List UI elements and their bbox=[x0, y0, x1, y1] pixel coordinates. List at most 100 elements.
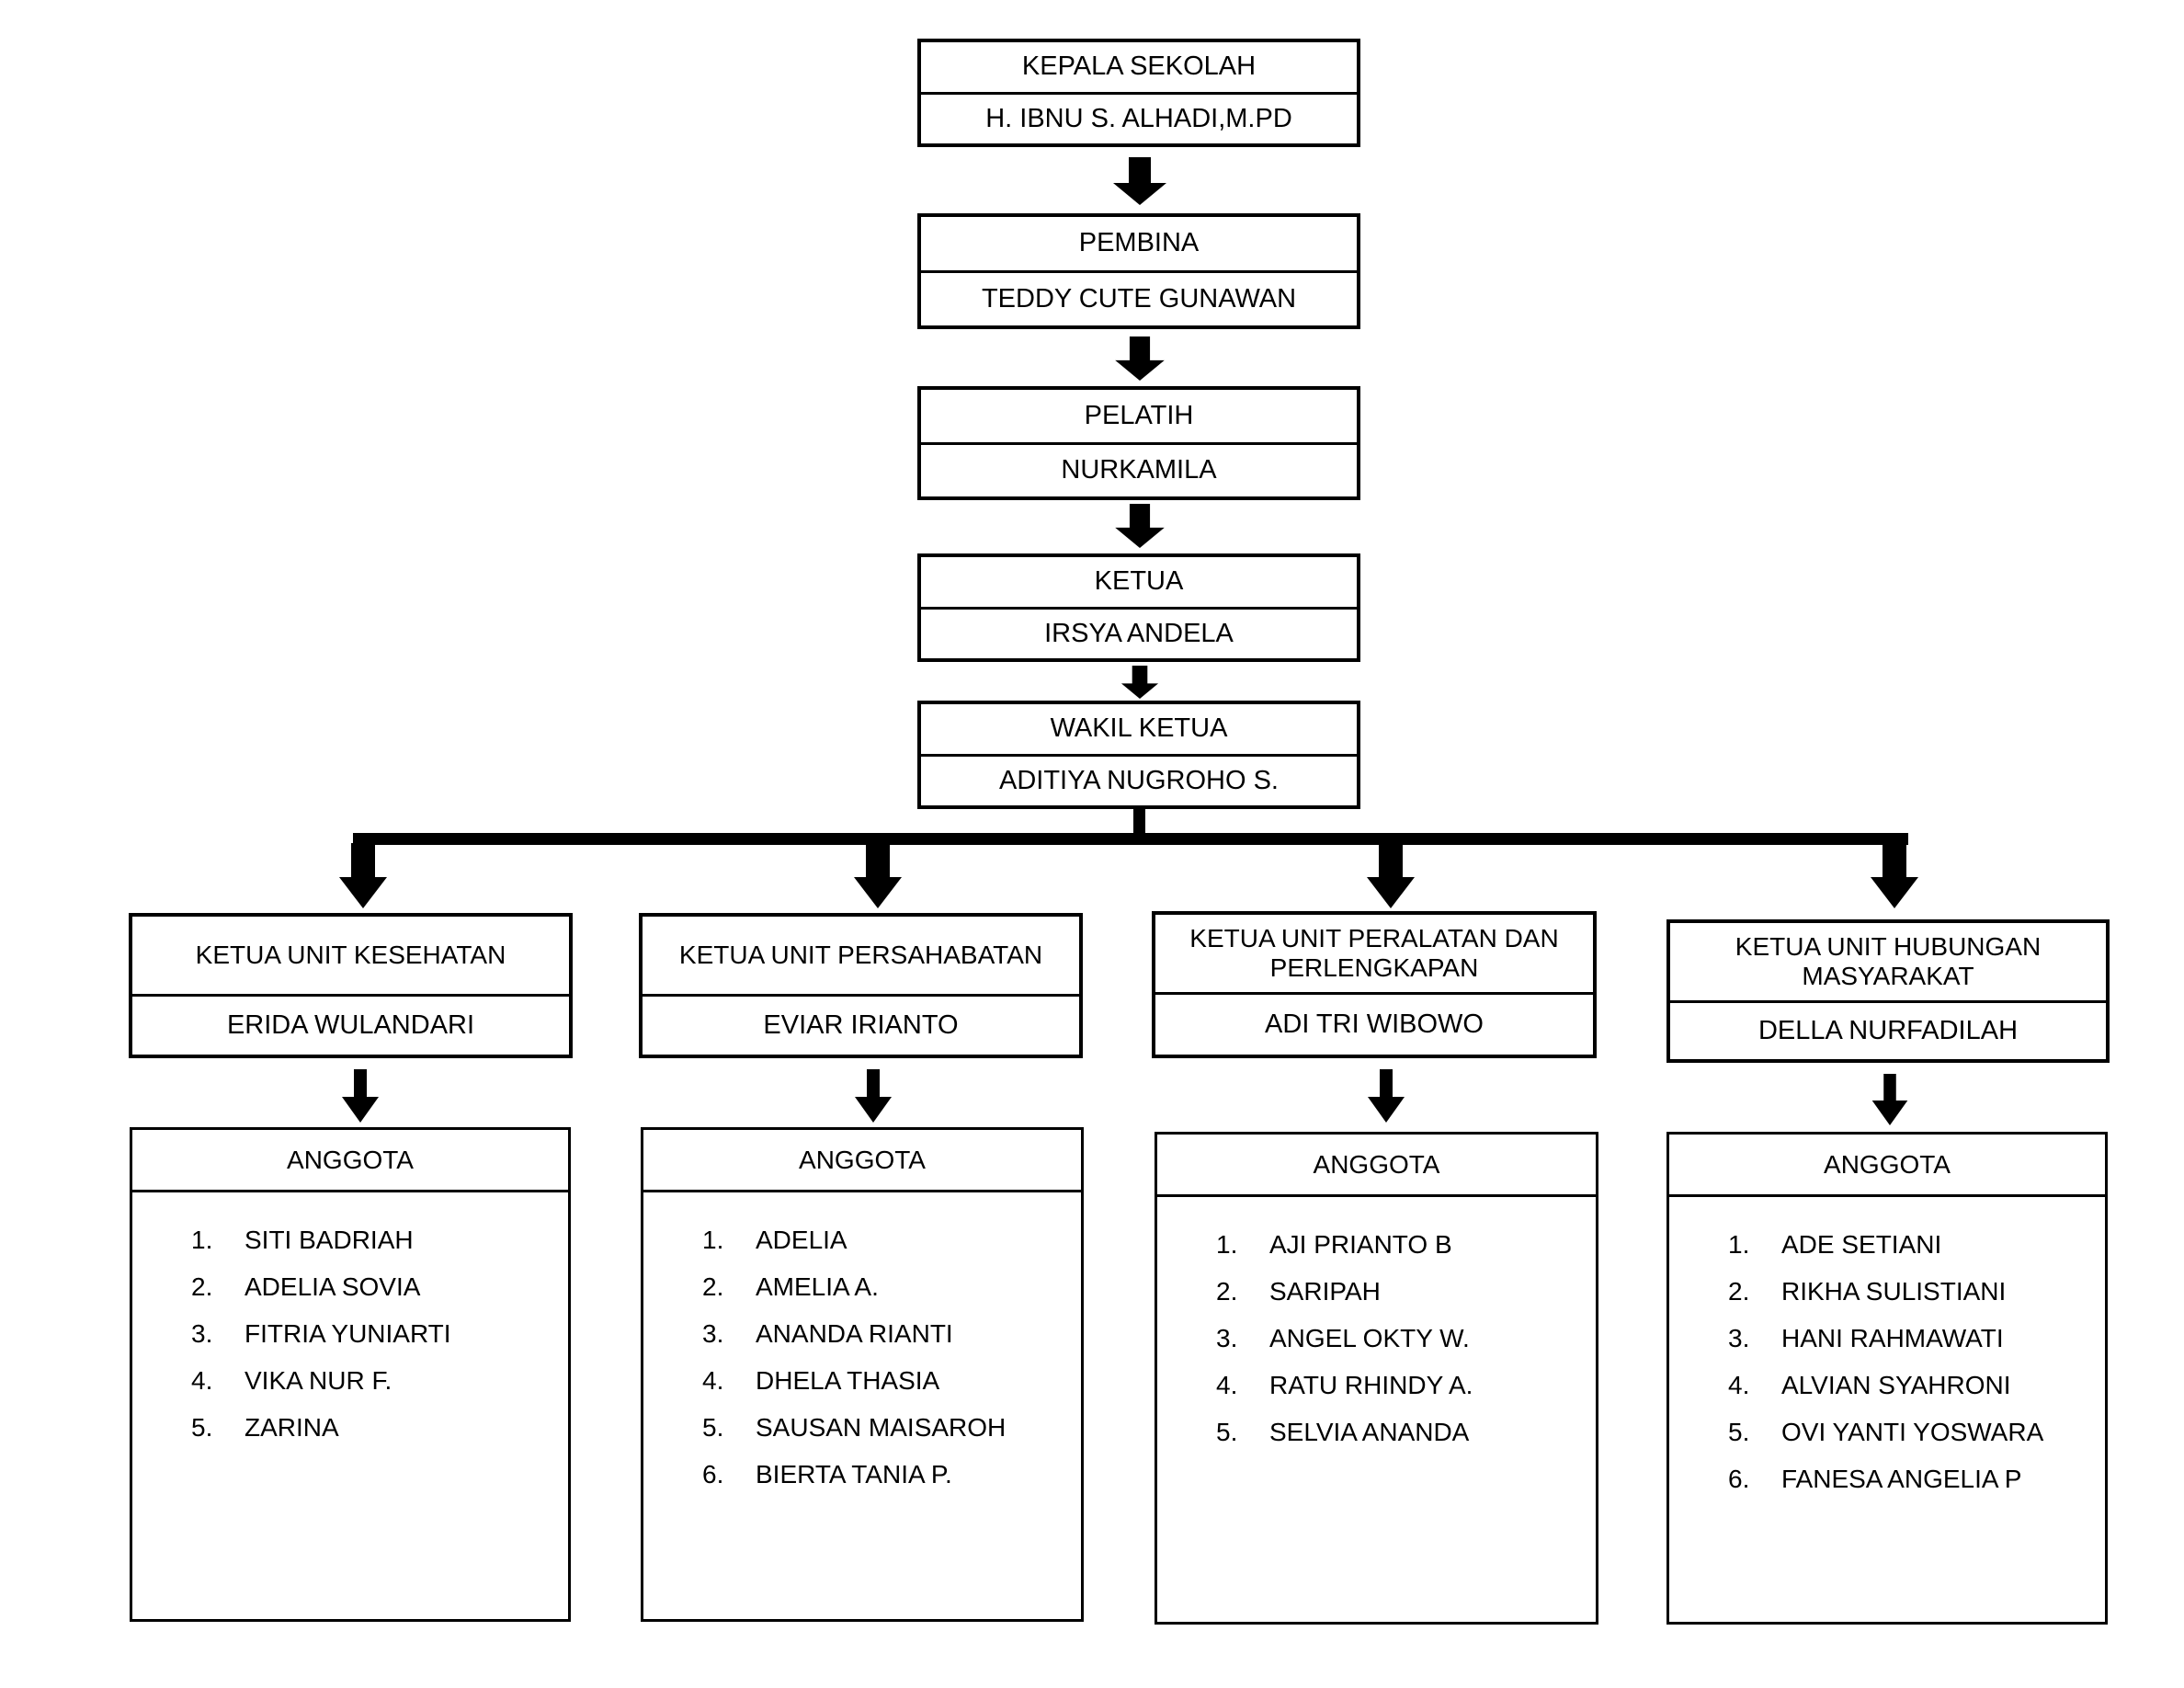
members-box-persahabatan: ANGGOTA 1. ADELIA 2.AMELIA A. 3. ANANDA RIAN… bbox=[641, 1127, 1084, 1622]
member-item: 4. VIKA NUR F. bbox=[191, 1357, 559, 1404]
member-item: 2.RIKHA SULISTIANI bbox=[1728, 1268, 2096, 1315]
person-name: ERIDA WULANDARI bbox=[226, 1009, 475, 1040]
member-number: 5. bbox=[1216, 1417, 1238, 1446]
member-item: 3. HANI RAHMAWATI bbox=[1728, 1315, 2096, 1362]
member-item: 4.DHELA THASIA bbox=[702, 1357, 1072, 1404]
role-title: KETUA bbox=[921, 557, 1357, 610]
unit-title: KETUA UNIT KESEHATAN bbox=[132, 917, 569, 997]
member-number: 2. bbox=[1728, 1276, 1750, 1306]
member-item: 3. ANGEL OKTY W. bbox=[1216, 1315, 1587, 1362]
members-title: ANGGOTA bbox=[132, 1130, 568, 1192]
branch-connector bbox=[339, 807, 1918, 908]
member-number: 2. bbox=[191, 1272, 213, 1301]
member-number: 3. bbox=[1216, 1323, 1238, 1352]
member-number: 5. bbox=[191, 1412, 213, 1442]
member-item: 6.FANESA ANGELIA P bbox=[1728, 1455, 2096, 1502]
member-item: 3. FITRIA YUNIARTI bbox=[191, 1310, 559, 1357]
member-name: ADELIA SOVIA bbox=[245, 1272, 421, 1301]
unit-box-hubungan-masyarakat: KETUA UNIT HUBUNGAN MASYARAKAT DELLA NUR… bbox=[1666, 919, 2110, 1063]
down-arrow-icon bbox=[1871, 1074, 1908, 1125]
member-name: ADELIA bbox=[756, 1225, 847, 1254]
unit-box-peralatan: KETUA UNIT PERALATAN DAN PERLENGKAPAN AD… bbox=[1152, 911, 1597, 1058]
role-title: WAKIL KETUA bbox=[921, 704, 1357, 757]
member-number: 4. bbox=[191, 1365, 213, 1395]
chain-box-pelatih: PELATIH NURKAMILA bbox=[917, 386, 1360, 500]
role-title: PEMBINA bbox=[921, 217, 1357, 273]
down-arrow-icon bbox=[1368, 1069, 1405, 1123]
person-name: NURKAMILA bbox=[1061, 455, 1217, 485]
member-number: 4. bbox=[702, 1365, 724, 1395]
horizontal-bar bbox=[353, 833, 1908, 845]
member-name: HANI RAHMAWATI bbox=[1781, 1323, 2004, 1352]
person-name: ADITIYA NUGROHO S. bbox=[998, 765, 1279, 795]
members-box-peralatan: ANGGOTA 1.AJI PRIANTO B 2. SARIPAH 3. ANGEL … bbox=[1155, 1132, 1598, 1625]
members-title: ANGGOTA bbox=[1669, 1135, 2105, 1197]
chain-box-kepala-sekolah: KEPALA SEKOLAH H. IBNU S. ALHADI,M.PD bbox=[917, 39, 1360, 147]
member-name: SARIPAH bbox=[1269, 1276, 1381, 1306]
member-item: 4.RATU RHINDY A. bbox=[1216, 1362, 1587, 1409]
member-name: ZARINA bbox=[245, 1412, 339, 1442]
down-arrow-icon bbox=[1115, 504, 1165, 548]
person-name: H. IBNU S. ALHADI,M.PD bbox=[985, 103, 1292, 133]
member-item: 5. SAUSAN MAISAROH bbox=[702, 1404, 1072, 1451]
members-list: 1. ADELIA 2.AMELIA A. 3. ANANDA RIANTI 4.DHEL… bbox=[643, 1192, 1081, 1498]
member-item: 4. ALVIAN SYAHRONI bbox=[1728, 1362, 2096, 1409]
member-number: 3. bbox=[702, 1318, 724, 1348]
down-arrow-icon bbox=[1367, 843, 1415, 908]
member-number: 2. bbox=[1216, 1276, 1238, 1306]
unit-title: KETUA UNIT HUBUNGAN MASYARAKAT bbox=[1670, 923, 2106, 1003]
member-name: ANANDA RIANTI bbox=[756, 1318, 953, 1348]
member-item: 5. ZARINA bbox=[191, 1404, 559, 1451]
unit-title: KETUA UNIT PERSAHABATAN bbox=[643, 917, 1079, 997]
member-number: 4. bbox=[1216, 1370, 1238, 1399]
person-name: DELLA NURFADILAH bbox=[1757, 1015, 2019, 1045]
down-arrow-icon bbox=[854, 843, 902, 908]
down-arrow-icon bbox=[1115, 336, 1165, 381]
role-title: PELATIH bbox=[921, 390, 1357, 445]
member-item: 5.OVI YANTI YOSWARA bbox=[1728, 1409, 2096, 1455]
members-title: ANGGOTA bbox=[643, 1130, 1081, 1192]
chain-box-pembina: PEMBINA TEDDY CUTE GUNAWAN bbox=[917, 213, 1360, 329]
person-name: IRSYA ANDELA bbox=[1044, 618, 1234, 648]
member-item: 1. SITI BADRIAH bbox=[191, 1216, 559, 1263]
members-title: ANGGOTA bbox=[1157, 1135, 1596, 1197]
member-number: 2. bbox=[702, 1272, 724, 1301]
down-arrow-icon bbox=[1120, 666, 1159, 699]
member-name: FITRIA YUNIARTI bbox=[245, 1318, 451, 1348]
members-box-kesehatan: ANGGOTA 1. SITI BADRIAH 2. ADELIA SOVIA 3. FI… bbox=[130, 1127, 571, 1622]
member-name: SELVIA ANANDA bbox=[1269, 1417, 1470, 1446]
down-arrow-icon bbox=[1113, 157, 1166, 205]
member-number: 6. bbox=[1728, 1464, 1750, 1493]
member-number: 1. bbox=[1728, 1229, 1750, 1259]
member-item: 2. ADELIA SOVIA bbox=[191, 1263, 559, 1310]
member-name: ANGEL OKTY W. bbox=[1269, 1323, 1470, 1352]
member-item: 1.ADE SETIANI bbox=[1728, 1221, 2096, 1268]
members-list: 1. SITI BADRIAH 2. ADELIA SOVIA 3. FITRIA YUN… bbox=[132, 1192, 568, 1451]
member-number: 3. bbox=[1728, 1323, 1750, 1352]
member-name: VIKA NUR F. bbox=[245, 1365, 392, 1395]
member-name: SAUSAN MAISAROH bbox=[756, 1412, 1007, 1442]
member-number: 1. bbox=[702, 1225, 724, 1254]
member-item: 1. ADELIA bbox=[702, 1216, 1072, 1263]
down-arrow-icon bbox=[342, 1069, 379, 1123]
unit-title: KETUA UNIT PERALATAN DAN PERLENGKAPAN bbox=[1155, 915, 1593, 995]
member-number: 1. bbox=[191, 1225, 213, 1254]
members-list: 1.AJI PRIANTO B 2. SARIPAH 3. ANGEL OKTY W. 4… bbox=[1157, 1197, 1596, 1455]
member-item: 2. SARIPAH bbox=[1216, 1268, 1587, 1315]
member-number: 5. bbox=[702, 1412, 724, 1442]
member-item: 2.AMELIA A. bbox=[702, 1263, 1072, 1310]
chain-box-wakil-ketua: WAKIL KETUA ADITIYA NUGROHO S. bbox=[917, 701, 1360, 809]
member-number: 1. bbox=[1216, 1229, 1238, 1259]
member-name: ALVIAN SYAHRONI bbox=[1781, 1370, 2011, 1399]
member-name: SITI BADRIAH bbox=[245, 1225, 414, 1254]
chain-box-ketua: KETUA IRSYA ANDELA bbox=[917, 553, 1360, 662]
person-name: TEDDY CUTE GUNAWAN bbox=[981, 283, 1297, 314]
down-arrow-icon bbox=[339, 843, 387, 908]
member-number: 6. bbox=[702, 1459, 724, 1488]
member-number: 3. bbox=[191, 1318, 213, 1348]
member-name: OVI YANTI YOSWARA bbox=[1781, 1417, 2044, 1446]
member-item: 1.AJI PRIANTO B bbox=[1216, 1221, 1587, 1268]
member-number: 4. bbox=[1728, 1370, 1750, 1399]
